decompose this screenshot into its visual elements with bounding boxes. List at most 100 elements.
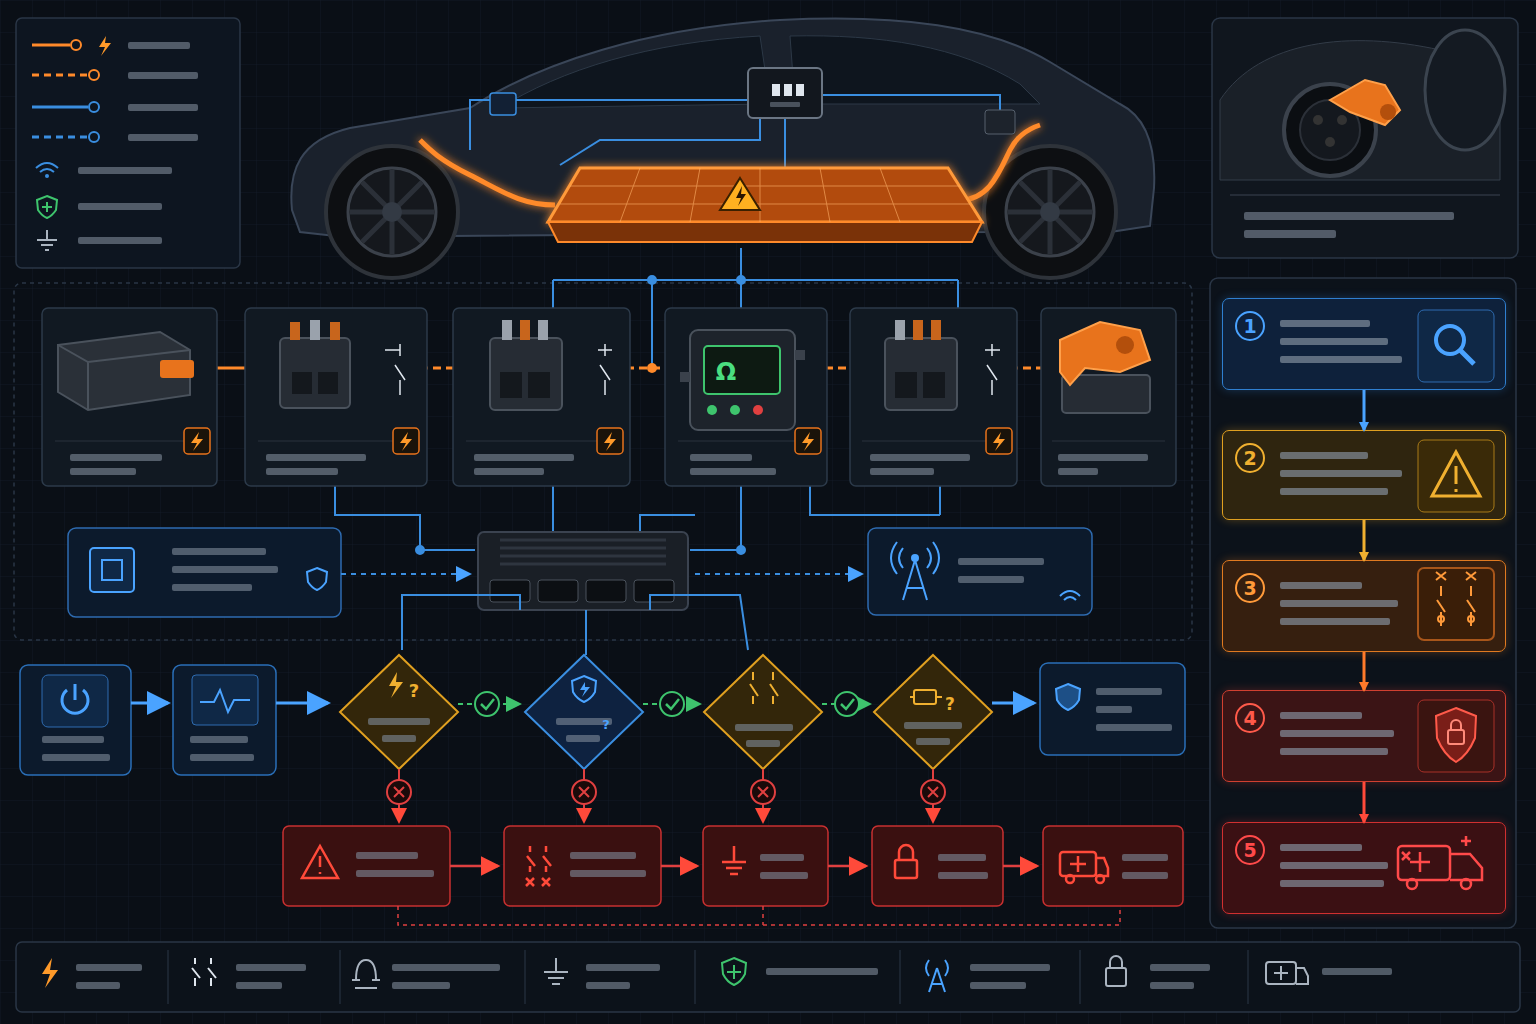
symbol-key-panel bbox=[45, 174, 49, 178]
hv-bus-line bbox=[647, 363, 657, 373]
contactor bbox=[490, 320, 612, 410]
fault-text bbox=[1122, 872, 1168, 879]
pass-check bbox=[835, 692, 859, 716]
fault-text bbox=[356, 852, 418, 859]
fault-text bbox=[1122, 854, 1168, 861]
symbol-key-panel bbox=[42, 206, 52, 208]
check-flowchart bbox=[735, 724, 793, 731]
magnifier-icon bbox=[1460, 350, 1474, 364]
component-panel bbox=[14, 248, 1192, 655]
contactor-open-icon bbox=[1436, 572, 1476, 580]
charge-port-inset bbox=[1425, 30, 1505, 150]
insulation-monitor bbox=[753, 405, 763, 415]
fail-branch bbox=[751, 780, 775, 804]
magnifier-icon bbox=[1436, 326, 1464, 354]
contactor bbox=[318, 372, 338, 394]
secure-processor-box bbox=[90, 548, 134, 592]
signal-wire bbox=[957, 280, 959, 310]
icon-key-strip bbox=[192, 958, 216, 986]
contactor bbox=[931, 320, 941, 340]
signal-wire bbox=[737, 546, 745, 554]
warning-icon bbox=[1455, 466, 1458, 492]
fault-text bbox=[570, 852, 636, 859]
fault-icon bbox=[1066, 875, 1074, 883]
step-text bbox=[1280, 730, 1394, 737]
fail-branch bbox=[932, 769, 934, 780]
icon-key-strip bbox=[722, 958, 746, 985]
icon-key-strip bbox=[586, 982, 630, 989]
step-text bbox=[1280, 844, 1362, 851]
contactor bbox=[895, 372, 917, 398]
icon-key-strip bbox=[1106, 968, 1126, 986]
hv-badge bbox=[597, 428, 623, 454]
vehicle-controller bbox=[796, 84, 804, 96]
symbol-key-panel bbox=[78, 203, 162, 210]
ambulance-icon bbox=[1461, 879, 1471, 889]
secure-processor-box bbox=[172, 566, 278, 573]
step-arrow bbox=[1363, 652, 1366, 690]
step-text bbox=[1280, 582, 1362, 589]
wheel bbox=[350, 170, 434, 254]
icon-key-strip bbox=[16, 942, 1520, 1012]
wheel bbox=[1006, 168, 1094, 256]
contactor bbox=[280, 338, 350, 408]
hv-battery-pack bbox=[548, 168, 982, 222]
service-disconnect bbox=[1060, 322, 1150, 385]
icon-key-strip bbox=[926, 960, 948, 992]
check-flowchart bbox=[1040, 663, 1185, 755]
check-flowchart bbox=[746, 740, 780, 747]
symbol-key-panel bbox=[78, 237, 162, 244]
contactor bbox=[528, 372, 550, 398]
icon-key-strip bbox=[168, 950, 1248, 1004]
step-text bbox=[1280, 488, 1388, 495]
callout-number: 1 bbox=[1235, 311, 1265, 341]
icon-key-strip bbox=[76, 964, 142, 971]
symbol-key-panel bbox=[78, 167, 172, 174]
symbol-key-panel bbox=[37, 230, 57, 250]
ambulance-icon bbox=[1450, 854, 1482, 880]
step-text bbox=[1280, 356, 1402, 363]
battery-controller bbox=[478, 532, 688, 610]
lock-shield-icon bbox=[1418, 700, 1494, 772]
check-flowchart bbox=[42, 754, 110, 761]
lock-shield-icon bbox=[1451, 720, 1461, 730]
contactor-open-icon bbox=[1438, 616, 1444, 622]
component-text bbox=[1058, 454, 1148, 461]
check-flowchart bbox=[340, 655, 458, 769]
component-text bbox=[55, 441, 205, 442]
fault-arrow bbox=[398, 866, 1120, 925]
battery-controller bbox=[634, 580, 674, 602]
vehicle-controller bbox=[770, 102, 800, 107]
component-box bbox=[245, 308, 427, 486]
check-flowchart bbox=[192, 675, 258, 725]
icon-key-strip bbox=[1110, 956, 1122, 968]
fail-branch bbox=[398, 769, 400, 780]
insulation-monitor bbox=[730, 405, 740, 415]
telematics-box bbox=[958, 558, 1044, 565]
check-flowchart bbox=[276, 702, 328, 705]
check-flowchart bbox=[62, 684, 88, 713]
magnifier-icon bbox=[1418, 310, 1494, 382]
battery-controller bbox=[500, 540, 666, 564]
icon-key-strip bbox=[392, 982, 450, 989]
insulation-monitor bbox=[680, 330, 805, 430]
signal-wire bbox=[939, 486, 941, 515]
component-text bbox=[690, 468, 776, 475]
component-text bbox=[474, 454, 574, 461]
pass-check bbox=[643, 703, 700, 705]
secure-processor-box bbox=[102, 560, 122, 580]
lock-shield-icon bbox=[1448, 730, 1464, 744]
icon-key-strip bbox=[352, 960, 380, 988]
check-flowchart bbox=[173, 665, 276, 775]
fault-text bbox=[760, 854, 804, 861]
bolt-icon bbox=[191, 432, 1005, 451]
symbol-key-panel bbox=[32, 106, 88, 109]
check-flowchart bbox=[904, 722, 962, 729]
symbol-key-panel bbox=[89, 102, 99, 112]
hv-badge bbox=[795, 428, 821, 454]
symbol-key-panel bbox=[99, 36, 111, 56]
battery-controller bbox=[490, 580, 530, 602]
